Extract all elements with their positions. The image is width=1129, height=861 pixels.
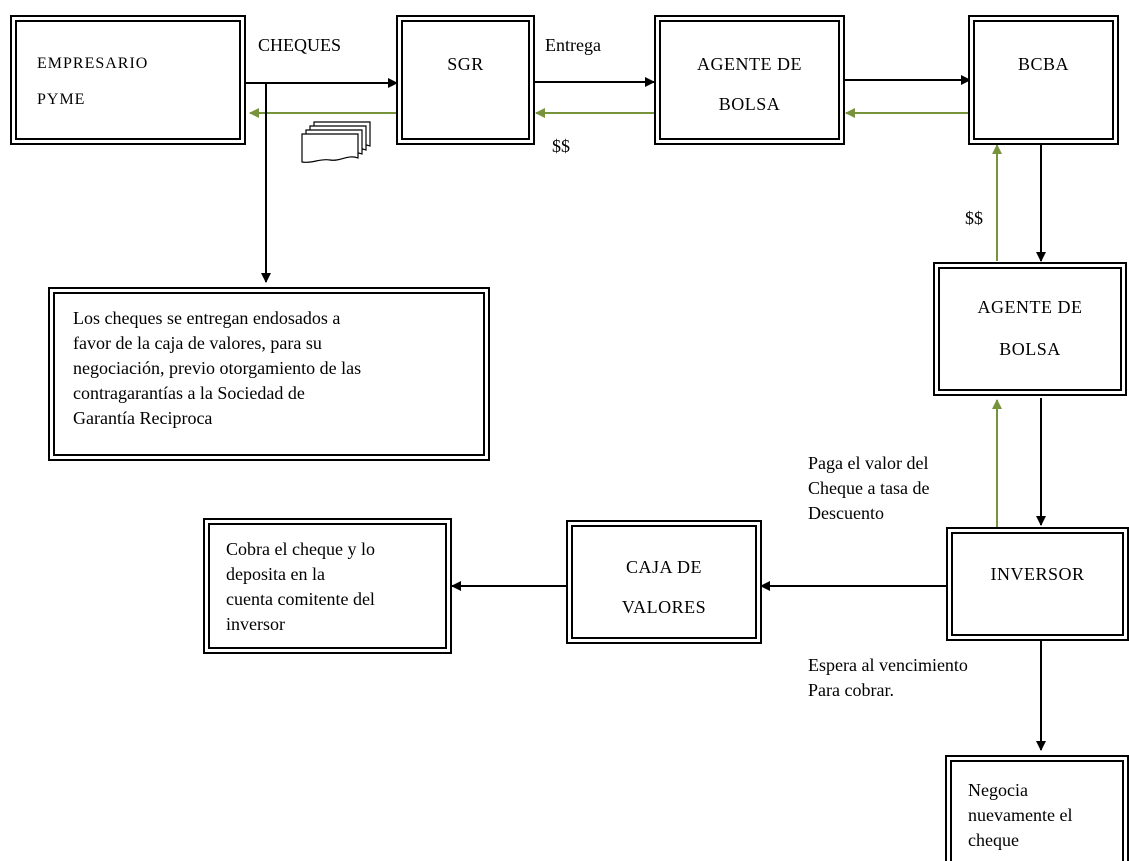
cobra-cheque-box: Cobra el cheque y lo deposita en la cuen… xyxy=(203,518,452,654)
cobra-cheque-text: Cobra el cheque y lo deposita en la cuen… xyxy=(226,539,375,634)
note-cheques-text: Los cheques se entregan endosados a favo… xyxy=(73,308,362,428)
empresario-pyme-line2: PYME xyxy=(37,91,86,108)
empresario-pyme-line1: EMPRESARIO xyxy=(37,55,149,72)
label-espera: Espera al vencimiento Para cobrar. xyxy=(808,655,968,700)
inversor-box: INVERSOR xyxy=(946,527,1129,641)
caja-valores-box: CAJA DE VALORES xyxy=(566,520,762,644)
sgr-label: SGR xyxy=(447,54,484,74)
bcba-label: BCBA xyxy=(1017,54,1070,74)
caja-valores-line1: CAJA DE xyxy=(625,557,702,577)
agente-bolsa-top-line1: AGENTE DE xyxy=(697,54,802,74)
agente-bolsa-right-line1: AGENTE DE xyxy=(977,297,1083,317)
agente-bolsa-top-box: AGENTE DE BOLSA xyxy=(654,15,845,145)
label-money-top: $$ xyxy=(552,136,570,156)
cheques-stack-icon xyxy=(301,121,371,164)
label-entrega: Entrega xyxy=(545,35,601,55)
agente-bolsa-right-line2: BOLSA xyxy=(999,339,1061,359)
label-cheques: CHEQUES xyxy=(258,35,342,55)
label-money-right: $$ xyxy=(965,208,983,228)
agente-bolsa-top-line2: BOLSA xyxy=(718,94,781,114)
label-paga: Paga el valor del Cheque a tasa de Descu… xyxy=(808,453,930,523)
caja-valores-line2: VALORES xyxy=(621,597,707,617)
negocia-text: Negocia nuevamente el cheque xyxy=(968,780,1073,850)
note-cheques-box: Los cheques se entregan endosados a favo… xyxy=(48,287,490,461)
negocia-box: Negocia nuevamente el cheque xyxy=(945,755,1129,861)
agente-bolsa-right-box: AGENTE DE BOLSA xyxy=(933,262,1127,396)
inversor-label: INVERSOR xyxy=(990,564,1085,584)
sgr-box: SGR xyxy=(396,15,535,145)
empresario-pyme-box: EMPRESARIO PYME xyxy=(10,15,246,145)
bcba-box: BCBA xyxy=(968,15,1119,145)
